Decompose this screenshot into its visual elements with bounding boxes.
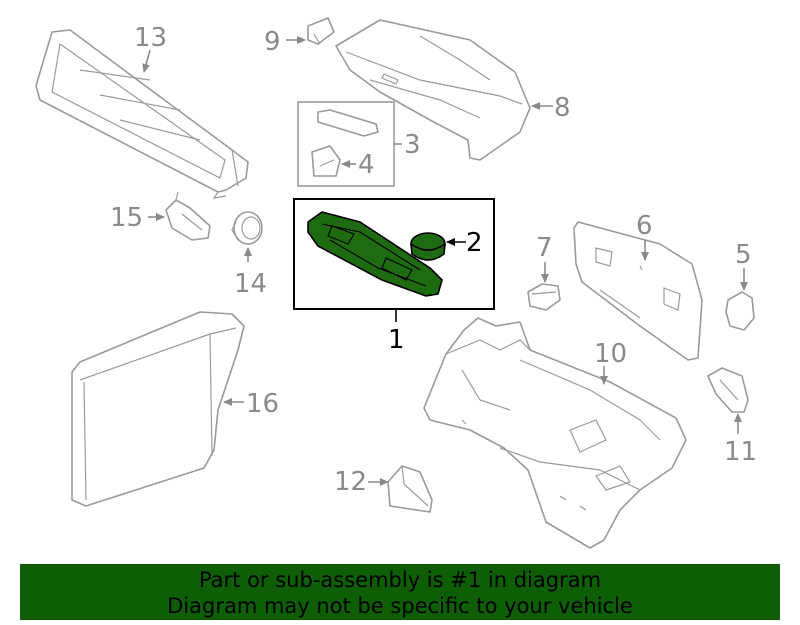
part-11-bracket[interactable] xyxy=(707,367,749,413)
part-16-cover-panel[interactable] xyxy=(71,311,245,507)
part-8-rear-shelf[interactable] xyxy=(335,19,531,161)
callout-7: 7 xyxy=(536,233,553,263)
info-banner: Part or sub-assembly is #1 in diagram Di… xyxy=(20,564,780,620)
callout-10: 10 xyxy=(594,339,627,369)
box-part-1 xyxy=(293,198,495,310)
parts-diagram: 1 2 3 4 5 6 7 8 9 10 11 12 13 14 15 16 xyxy=(35,17,757,549)
callout-1: 1 xyxy=(388,325,405,355)
part-10-trunk-floor[interactable] xyxy=(423,317,687,549)
callout-11: 11 xyxy=(724,437,757,467)
part-3-cover-pad[interactable] xyxy=(317,109,379,137)
part-13-wind-deflector[interactable] xyxy=(35,29,249,199)
callout-14: 14 xyxy=(234,269,267,299)
part-12-support[interactable] xyxy=(387,465,433,513)
banner-line-2: Diagram may not be specific to your vehi… xyxy=(167,594,633,618)
part-5-cap[interactable] xyxy=(725,291,755,331)
callout-13: 13 xyxy=(134,23,167,53)
callout-9: 9 xyxy=(264,27,281,57)
callout-15: 15 xyxy=(110,203,143,233)
banner-line-1: Part or sub-assembly is #1 in diagram xyxy=(198,568,602,592)
callout-3: 3 xyxy=(404,130,421,160)
callout-16: 16 xyxy=(246,389,279,419)
part-4-bracket[interactable] xyxy=(311,145,341,177)
callout-12: 12 xyxy=(334,467,367,497)
part-1-assembly[interactable] xyxy=(307,211,443,297)
callout-6: 6 xyxy=(636,211,653,241)
part-7-pad[interactable] xyxy=(527,283,561,311)
part-2-cap[interactable] xyxy=(410,232,446,261)
callout-5: 5 xyxy=(735,240,752,270)
part-9-clip[interactable] xyxy=(307,17,335,45)
callout-2: 2 xyxy=(466,228,483,258)
part-6-side-trim[interactable] xyxy=(573,221,703,361)
part-14-knob[interactable] xyxy=(231,211,263,245)
callout-8: 8 xyxy=(554,93,571,123)
callout-4: 4 xyxy=(358,150,375,180)
part-15-handle[interactable] xyxy=(165,191,211,241)
